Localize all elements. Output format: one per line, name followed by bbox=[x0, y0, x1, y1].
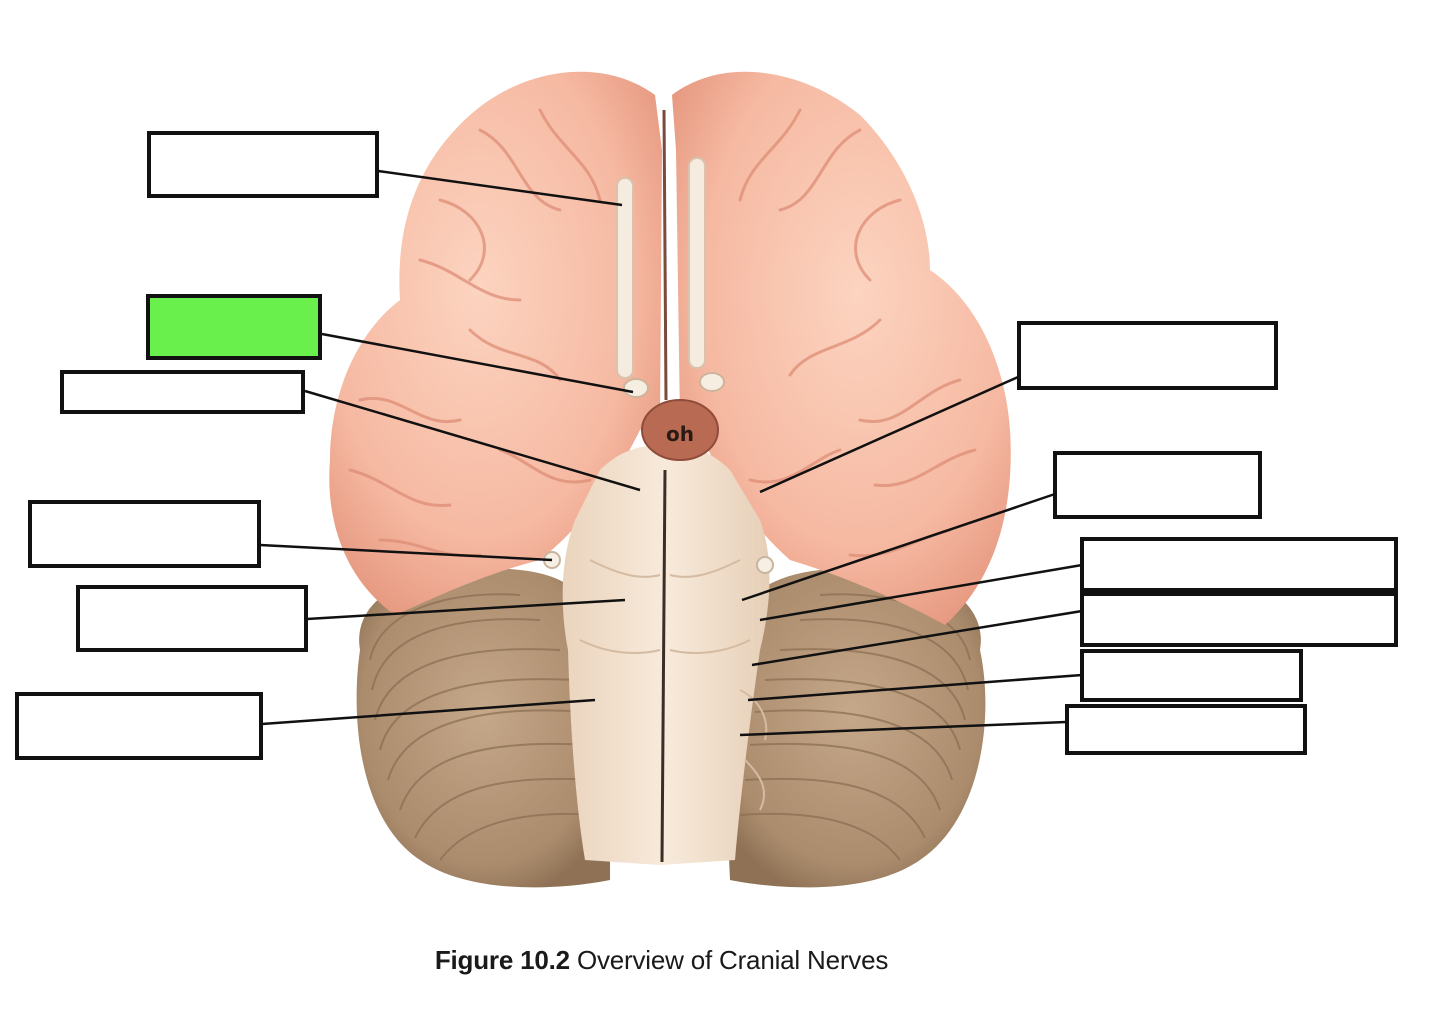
label-box-r4[interactable] bbox=[1080, 592, 1398, 647]
label-box-l1[interactable] bbox=[147, 131, 379, 198]
label-box-l2-highlighted[interactable] bbox=[146, 294, 322, 360]
leader-line-l2 bbox=[321, 332, 634, 394]
label-box-l4[interactable] bbox=[28, 500, 261, 568]
leader-line-l4 bbox=[259, 543, 553, 562]
leader-line-l5 bbox=[306, 598, 626, 621]
leader-line-r4 bbox=[751, 609, 1083, 667]
leader-line-r3 bbox=[759, 563, 1083, 622]
label-box-r3[interactable] bbox=[1080, 537, 1398, 592]
leader-line-l3 bbox=[304, 389, 641, 492]
leader-lines bbox=[259, 169, 1083, 737]
leader-line-r2 bbox=[741, 492, 1056, 602]
label-box-r5[interactable] bbox=[1080, 649, 1303, 702]
label-box-r6[interactable] bbox=[1065, 704, 1307, 755]
leader-line-r6 bbox=[739, 720, 1067, 737]
label-box-l3[interactable] bbox=[60, 370, 305, 414]
caption-number: Figure 10.2 bbox=[434, 945, 570, 975]
leader-line-l6 bbox=[261, 698, 596, 726]
label-box-l6[interactable] bbox=[15, 692, 263, 760]
leader-line-r5 bbox=[747, 673, 1083, 702]
cerebellum bbox=[356, 568, 986, 888]
figure-caption: Figure 10.2 Overview of Cranial Nerves bbox=[0, 945, 1323, 976]
leader-line-r1 bbox=[759, 375, 1019, 494]
brainstem: oh bbox=[543, 372, 774, 865]
label-box-l5[interactable] bbox=[76, 585, 308, 652]
pituitary-marking: oh bbox=[666, 422, 694, 446]
cerebrum bbox=[329, 71, 1011, 626]
caption-title: Overview of Cranial Nerves bbox=[576, 945, 889, 975]
label-box-r2[interactable] bbox=[1053, 451, 1262, 519]
leader-line-l1 bbox=[377, 169, 623, 207]
label-box-r1[interactable] bbox=[1017, 321, 1278, 390]
